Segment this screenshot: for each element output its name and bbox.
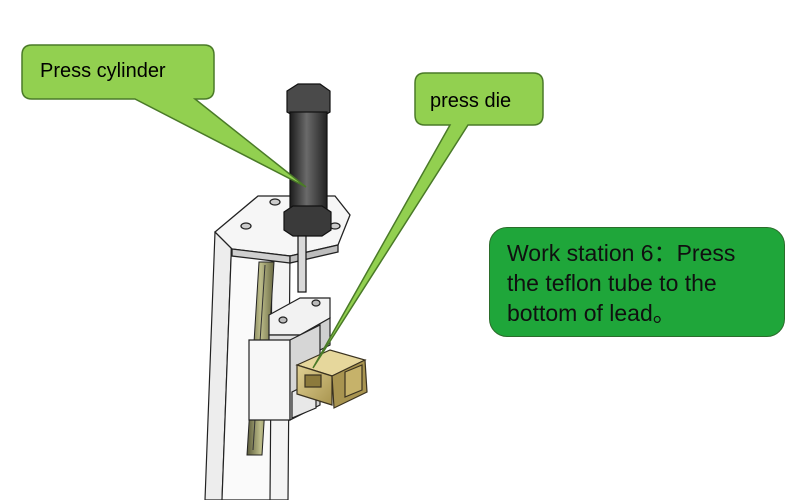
press-cylinder-label: Press cylinder — [40, 60, 166, 82]
press-die-label: press die — [430, 90, 512, 112]
work-station-description: Work station 6：Press the teflon tube to … — [489, 227, 785, 337]
station-line-1: Work station 6：Press — [507, 240, 736, 266]
station-line-3: bottom of lead。 — [507, 300, 676, 326]
press-cylinder — [283, 83, 332, 293]
callout-press-cylinder — [21, 44, 307, 188]
press-die — [295, 349, 368, 409]
station-line-2: the teflon tube to the — [507, 270, 717, 296]
callout-press-die — [312, 72, 544, 369]
